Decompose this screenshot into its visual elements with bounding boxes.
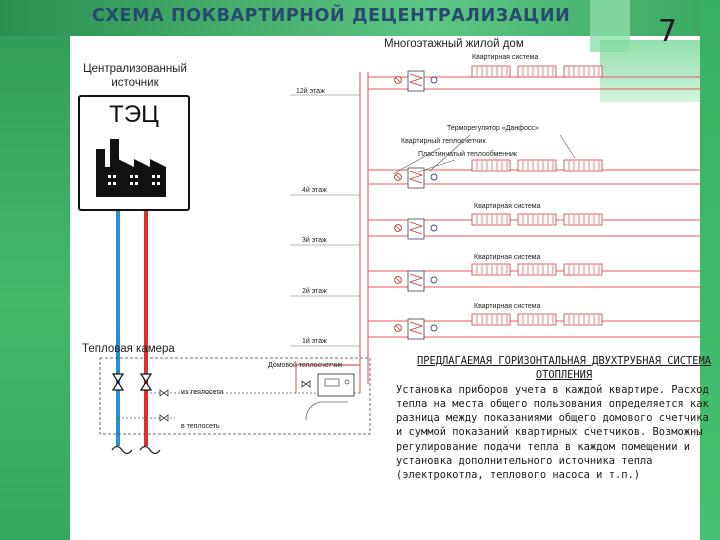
system-description: ПРЕДЛАГАЕМАЯ ГОРИЗОНТАЛЬНАЯ ДВУХТРУБНАЯ … (396, 354, 716, 483)
slide-title: СХЕМА ПОКВАРТИРНОЙ ДЕЦЕНТРАЛИЗАЦИИ (92, 6, 571, 26)
chp-plant: ТЭЦ (78, 95, 190, 211)
floor-label-4: 4й этаж (302, 187, 327, 194)
apartment-system-label: Квартирная система (474, 203, 541, 210)
floor-label-12: 12й этаж (296, 88, 325, 95)
building-label: Многоэтажный жилой дом (384, 38, 524, 50)
left-decor-band (0, 0, 70, 540)
description-heading: ПРЕДЛАГАЕМАЯ ГОРИЗОНТАЛЬНАЯ ДВУХТРУБНАЯ … (416, 355, 712, 382)
apartment-system-label: Квартирная система (474, 254, 541, 261)
chp-label: ТЭЦ (109, 101, 159, 128)
floor-label-2: 2й этаж (302, 288, 327, 295)
heat-chamber-label: Тепловая камера (82, 343, 175, 355)
apartment-meter-callout: Квартирный теплосчетчик (401, 138, 486, 145)
right-decor-band (700, 0, 720, 540)
building-meter-label: Домовой теплосчетчик (268, 362, 343, 369)
plate-exchanger-callout: Пластинчатый теплообменник (418, 151, 517, 158)
thermostat-callout: Терморегулятор «Данфосс» (447, 125, 539, 132)
factory-icon (96, 139, 166, 197)
to-network-label: в теплосеть (181, 423, 220, 430)
central-source-label: Централизованный источник (83, 63, 187, 89)
apartment-system-label: Квартирная система (472, 54, 539, 61)
apartment-system-label: Квартирная система (474, 303, 541, 310)
decor-square (600, 40, 700, 102)
description-body: Установка приборов учета в каждой кварти… (396, 383, 709, 482)
from-network-label: из теплосети (181, 389, 224, 396)
slide-number: 7 (658, 14, 678, 49)
chamber-valve-icon (111, 373, 153, 391)
floor-label-1: 1й этаж (302, 338, 327, 345)
floor-label-3: 3й этаж (302, 237, 327, 244)
